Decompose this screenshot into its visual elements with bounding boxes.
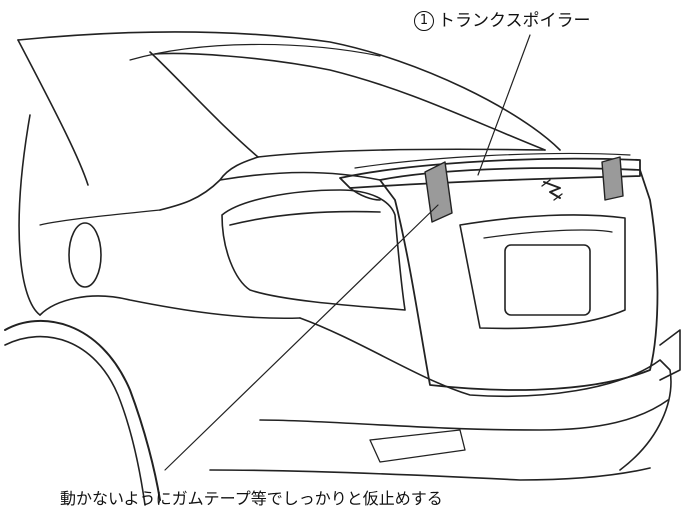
instruction-note: 動かないようにガムテープ等でしっかりと仮止めする: [60, 489, 443, 508]
leader-line-spoiler: [477, 34, 531, 176]
tail-light: [221, 189, 406, 311]
fuel-door: [68, 222, 102, 288]
trunk-spoiler: [339, 152, 641, 201]
callout-number: 1: [414, 11, 434, 31]
wheel-arch: [4, 319, 161, 506]
rear-bumper: [209, 317, 681, 481]
leader-line-tape: [164, 204, 439, 471]
masking-tape: [424, 156, 624, 223]
roof-and-rear-window: [17, 31, 561, 158]
car-body-side: [17, 39, 381, 320]
trunk-lid: [379, 167, 659, 391]
emblem: [541, 179, 563, 201]
license-plate: [504, 244, 591, 316]
part-label-text: トランクスポイラー: [438, 11, 591, 31]
